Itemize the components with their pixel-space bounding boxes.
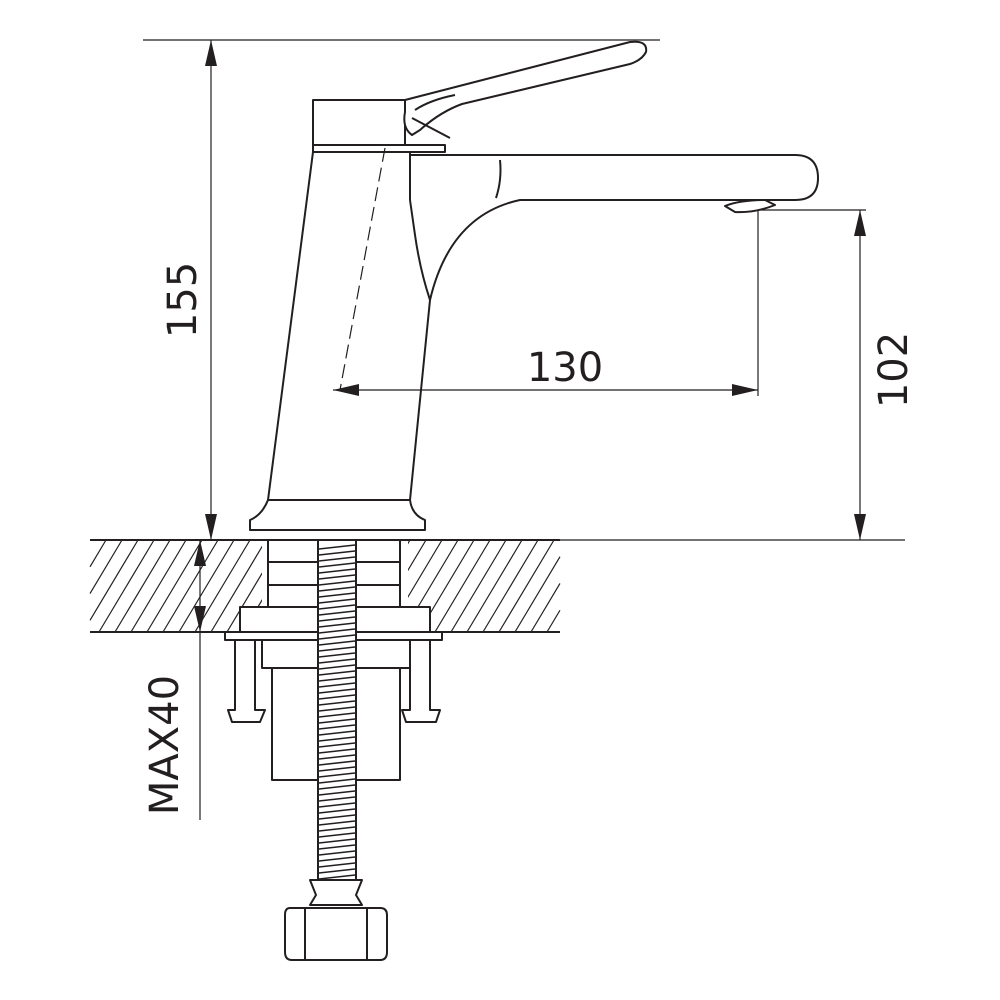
thread-line [318, 796, 356, 802]
thread-line [318, 862, 356, 868]
thread-line [318, 586, 356, 592]
thread-line [318, 592, 356, 598]
dim-max40-label: MAX40 [142, 675, 188, 815]
thread-line [318, 832, 356, 838]
hatch-line [89, 539, 123, 594]
hatch-line [450, 539, 507, 633]
hatch-line [89, 539, 139, 621]
base [249, 499, 426, 531]
thread-line [318, 742, 356, 748]
thread-line [318, 640, 356, 646]
thread-line [318, 760, 356, 766]
thread-line [318, 712, 356, 718]
hatch-line [466, 539, 523, 633]
handle-cap [312, 99, 406, 151]
thread-line [318, 700, 356, 706]
thread-line [318, 646, 356, 652]
thread-line [318, 754, 356, 760]
faucet-body [249, 40, 819, 531]
thread-line [318, 826, 356, 832]
hatch-line [98, 539, 155, 633]
thread-line [318, 622, 356, 628]
thread-line [318, 556, 356, 562]
thread-line [318, 844, 356, 850]
thread-line [318, 868, 356, 874]
thread-line [318, 652, 356, 658]
thread-line [318, 784, 356, 790]
thread-line [318, 766, 356, 772]
hatch-line [114, 539, 171, 633]
thread-line [318, 610, 356, 616]
thread-line [318, 718, 356, 724]
hatch-line [482, 539, 539, 633]
hatch-line [162, 539, 219, 633]
dim-155-label: 155 [160, 262, 206, 338]
mounting-kit [224, 539, 443, 961]
dim-130-label: 130 [527, 345, 603, 391]
hatch-line [194, 539, 251, 633]
thread-line [318, 736, 356, 742]
thread-line [318, 688, 356, 694]
aerator [724, 199, 776, 214]
thread-line [318, 802, 356, 808]
thread-line [318, 706, 356, 712]
thread-line [318, 778, 356, 784]
hatch-line [178, 539, 235, 633]
thread-line [318, 634, 356, 640]
thread-line [318, 850, 356, 856]
thread-line [318, 598, 356, 604]
thread-line [318, 748, 356, 754]
thread-line [318, 628, 356, 634]
thread-line [318, 574, 356, 580]
dim-155: 155 [160, 40, 217, 540]
hatch-line [498, 539, 555, 633]
thread-line [318, 820, 356, 826]
dim-130: 130 [333, 345, 758, 396]
dim-102: 102 [854, 210, 917, 540]
thread-line [318, 664, 356, 670]
hatch-line [514, 556, 561, 633]
thread-line [318, 550, 356, 556]
thread-line [318, 730, 356, 736]
hatch-line [210, 539, 267, 633]
lever-handle [403, 40, 648, 136]
thread-line [318, 604, 356, 610]
hatch-line [546, 609, 561, 633]
thread-line [318, 856, 356, 862]
thread-line [318, 874, 356, 880]
thread-line [318, 568, 356, 574]
hatch-line [130, 539, 187, 633]
thread-line [318, 676, 356, 682]
thread-line [318, 772, 356, 778]
hex-nut [284, 907, 388, 961]
thread-line [318, 670, 356, 676]
thread-line [318, 838, 356, 844]
hatch-line [434, 539, 491, 633]
hatch-line [530, 583, 561, 633]
thread-line [318, 724, 356, 730]
thread-line [318, 694, 356, 700]
hatch-line [146, 539, 203, 633]
dim-102-label: 102 [871, 332, 917, 408]
thread-line [318, 562, 356, 568]
thread-line [318, 544, 356, 550]
thread-line [318, 682, 356, 688]
thread-line [318, 790, 356, 796]
thread-line [318, 580, 356, 586]
thread-line [318, 658, 356, 664]
hatch-line [89, 539, 107, 568]
thread-line [318, 616, 356, 622]
thread-line [318, 808, 356, 814]
thread-line [318, 814, 356, 820]
dim-max40: MAX40 [142, 540, 206, 820]
